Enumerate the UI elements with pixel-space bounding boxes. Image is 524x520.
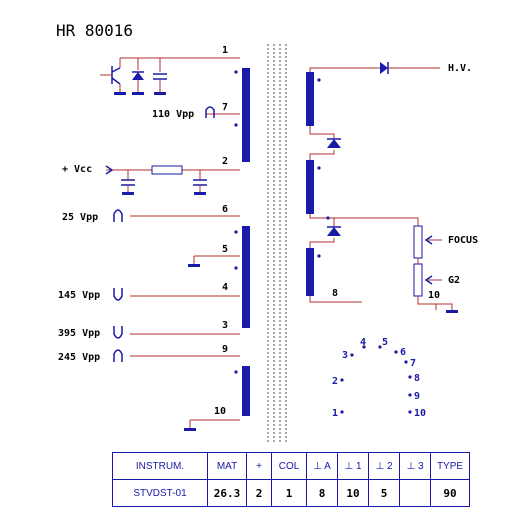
pulse-label-110: 110 Vpp [152, 109, 194, 120]
header-type: TYPE [430, 452, 470, 480]
spec-header-row: INSTRUM. MAT + COL ⊥ A ⊥ 1 ⊥ 2 ⊥ 3 TYPE [112, 452, 470, 480]
pin-number: 4 [222, 282, 228, 293]
input-arrow-icon [105, 165, 114, 175]
value-plus: 2 [246, 479, 272, 507]
header-instrum: INSTRUM. [112, 452, 208, 480]
cascade-diode [327, 138, 341, 148]
pin10-wire [189, 419, 240, 428]
value-gnd-3 [399, 479, 431, 507]
pulse-label-145: 145 Vpp [58, 290, 100, 301]
primary-winding-upper [242, 68, 250, 162]
header-gnd-a: ⊥ A [306, 452, 338, 480]
value-type: 90 [430, 479, 470, 507]
pin-number: 1 [222, 45, 228, 56]
pin-number: 9 [222, 344, 228, 355]
header-mat: MAT [207, 452, 247, 480]
hv-label: H.V. [448, 63, 472, 74]
value-gnd-2: 5 [368, 479, 400, 507]
g2-resistor [413, 263, 423, 297]
svg-text:6: 6 [400, 347, 406, 358]
pulse-icon [113, 209, 123, 222]
value-col: 1 [271, 479, 307, 507]
value-instrum: STVDST-01 [112, 479, 208, 507]
pin-number: 7 [222, 102, 228, 113]
pulse-label-245: 245 Vpp [58, 352, 100, 363]
secondary-winding-1 [306, 72, 314, 126]
secondary-winding-3 [306, 248, 314, 296]
spec-table: INSTRUM. MAT + COL ⊥ A ⊥ 1 ⊥ 2 ⊥ 3 TYPE … [112, 452, 470, 507]
svg-text:9: 9 [414, 391, 420, 402]
polarity-dot [234, 70, 238, 74]
g2-label: G2 [448, 275, 460, 286]
svg-text:8: 8 [414, 373, 420, 384]
hv-wire [309, 67, 440, 72]
focus-arrow-icon [424, 235, 433, 245]
polarity-dot [317, 166, 321, 170]
pin-number: 3 [222, 320, 228, 331]
hv-diode [380, 62, 389, 74]
pin-number: 10 [214, 406, 226, 417]
transistor-symbol [100, 66, 126, 95]
pin8-wire [309, 296, 362, 303]
polarity-dot [317, 78, 321, 82]
part-number-title: HR 80016 [56, 21, 133, 40]
primary-winding-middle [242, 226, 250, 328]
header-gnd-3: ⊥ 3 [399, 452, 431, 480]
g2-arrow-icon [424, 275, 433, 285]
value-gnd-1: 10 [337, 479, 369, 507]
pulse-label-25: 25 Vpp [62, 212, 98, 223]
damper-diode [132, 71, 144, 95]
pulse-icon [205, 106, 215, 118]
svg-text:4: 4 [360, 337, 366, 348]
pin-number: 5 [222, 244, 228, 255]
svg-text:7: 7 [410, 358, 416, 369]
svg-text:2: 2 [332, 376, 338, 387]
svg-text:3: 3 [342, 350, 348, 361]
header-gnd-2: ⊥ 2 [368, 452, 400, 480]
header-gnd-1: ⊥ 1 [337, 452, 369, 480]
svg-text:10: 10 [414, 408, 426, 419]
junction-dot [326, 216, 330, 220]
tuning-capacitor [153, 73, 167, 95]
polarity-dot [234, 230, 238, 234]
header-col: COL [271, 452, 307, 480]
polarity-dot [234, 370, 238, 374]
pin-number: 2 [222, 156, 228, 167]
focus-label: FOCUS [448, 235, 478, 246]
secondary-winding-2 [306, 160, 314, 214]
transformer-core [267, 44, 287, 442]
svg-text:5: 5 [382, 337, 388, 348]
ground-icon [446, 310, 458, 313]
pin-number: 6 [222, 204, 228, 215]
header-plus: + [246, 452, 272, 480]
vcc-label: + Vcc [62, 164, 92, 175]
polarity-dot [317, 254, 321, 258]
filter-capacitor [121, 170, 135, 195]
polarity-dot [234, 266, 238, 270]
ground-icon [184, 428, 196, 431]
cascade-diode [327, 226, 341, 236]
pin-number: 10 [428, 290, 440, 301]
polarity-dot [234, 123, 238, 127]
focus-resistor [413, 225, 423, 259]
pin5-wire [193, 255, 240, 264]
pin-number: 8 [332, 288, 338, 299]
value-gnd-a: 8 [306, 479, 338, 507]
pulse-icon [113, 288, 123, 301]
spec-values-row: STVDST-01 26.3 2 1 8 10 5 90 [112, 479, 470, 507]
pulse-icon [113, 326, 123, 339]
pin-layout-diagram: 1 2 3 4 5 6 7 8 9 10 [332, 337, 426, 419]
primary-winding-lower [242, 366, 250, 416]
ground-icon [188, 264, 200, 267]
pulse-icon [113, 349, 123, 362]
filter-capacitor [193, 170, 207, 195]
pulse-label-395: 395 Vpp [58, 328, 100, 339]
svg-text:1: 1 [332, 408, 338, 419]
series-resistor [151, 165, 183, 175]
value-mat: 26.3 [207, 479, 247, 507]
